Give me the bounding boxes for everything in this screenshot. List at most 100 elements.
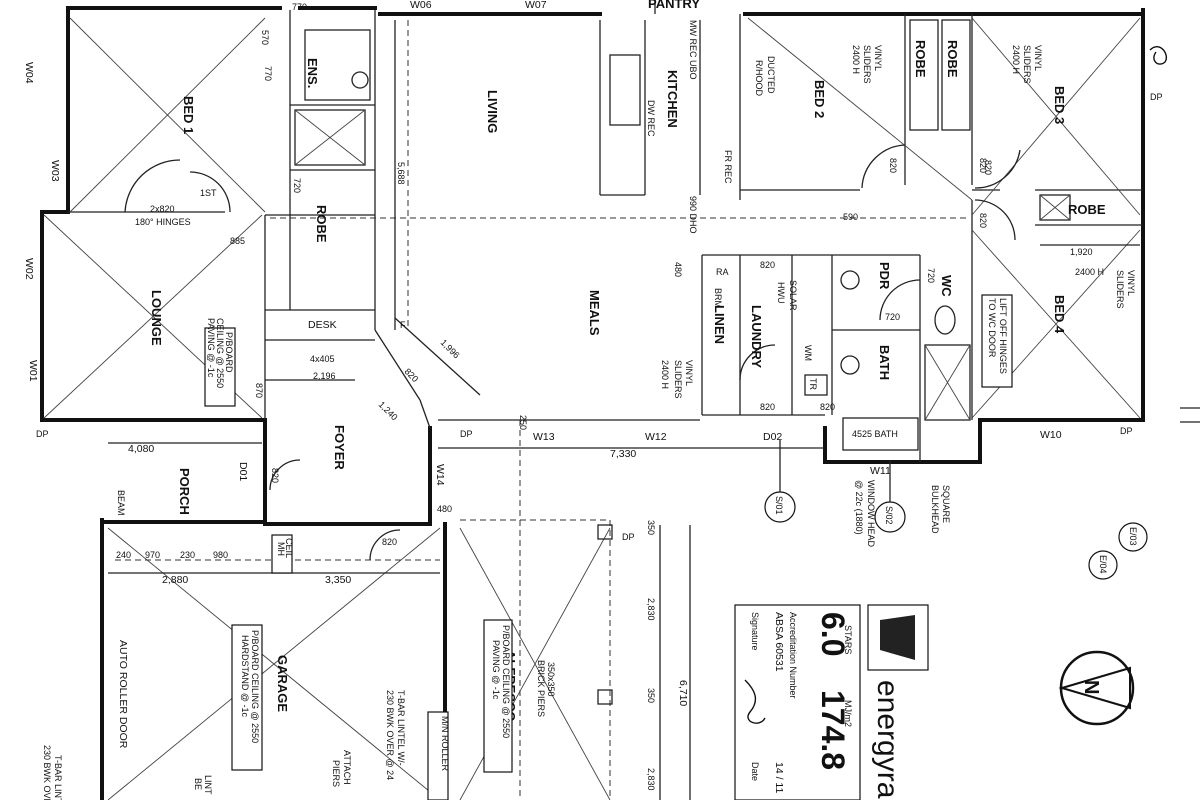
note-first: 1ST: [200, 188, 217, 198]
note-mh: MH: [276, 542, 286, 556]
note-fr-rec: FR REC: [723, 150, 733, 184]
note-dp5: DP: [1150, 92, 1163, 102]
robe-bed2: [909, 19, 939, 131]
note-dp1: DP: [36, 429, 49, 439]
room-kitchen: KITCHEN: [665, 70, 680, 128]
dim-6710: 6,710: [677, 680, 689, 706]
energy-rating-stamp: STARS 6.0 MJ/m2 174.8 Accreditation Numb…: [734, 604, 929, 800]
ensuite-vanity: [304, 29, 371, 101]
dim-2196: 2,196: [313, 371, 336, 381]
note-beam: BEAM: [116, 490, 126, 516]
north-arrow: N: [1058, 650, 1135, 726]
note-square: SQUARE: [941, 485, 951, 523]
dim-720b: 720: [885, 312, 900, 322]
note-ra: RA: [716, 267, 729, 277]
note-lift-a: LIFT OFF HINGES: [998, 298, 1008, 374]
window-codes: W04 W03 W02 W01 W06 W07 W13 W12 W10 W11 …: [23, 0, 1062, 486]
room-linen: LINEN: [712, 305, 727, 344]
section-e03-marker: [1118, 522, 1148, 552]
window-w14: W14: [434, 464, 446, 486]
note-hard-garage: HARDSTAND @ -1c: [240, 635, 250, 717]
note-2400h-d: 2400 H: [660, 360, 670, 389]
dim-820c: 820: [978, 213, 988, 228]
dim-480a: 480: [673, 262, 683, 277]
room-bed4: BED 4: [1052, 295, 1067, 334]
dim-970: 970: [145, 550, 160, 560]
note-brick-piers: BRICK PIERS: [536, 660, 546, 717]
window-w07: W07: [525, 0, 547, 11]
note-lintel: LINT: [203, 775, 213, 795]
note-auto-roller-door: AUTO ROLLER DOOR: [117, 640, 129, 749]
dim-820b: 820: [978, 158, 988, 173]
bath-tub: [842, 417, 919, 451]
note-pboard: P/BOARD: [224, 332, 234, 373]
note-bulkhead: BULKHEAD: [930, 485, 940, 534]
room-wc: WC: [939, 275, 954, 297]
note-mw-rec: MW REC UBO: [688, 20, 698, 80]
dim-350b: 350: [646, 688, 656, 703]
notes: 2x820 180° HINGES 1ST DW REC MW REC UBO …: [36, 20, 1163, 800]
note-solar: SOLAR: [788, 280, 798, 311]
dim-820f: 820: [403, 366, 421, 384]
room-robe-bed2: ROBE: [913, 40, 928, 78]
section-e04-marker: [1088, 550, 1118, 580]
dim-350a: 350: [646, 520, 656, 535]
note-bath-4525: 4525 BATH: [852, 429, 898, 439]
note-tbar-c: T-BAR LINTEL W/-: [396, 690, 406, 766]
door-swings: [124, 144, 1021, 561]
alfresco-ceiling-note: [483, 619, 513, 773]
energy-date-value: 14 / 11: [773, 762, 785, 793]
dim-250: 250: [518, 415, 528, 430]
window-w12: W12: [645, 431, 667, 443]
note-hinges: 2x820: [150, 204, 175, 214]
dim-720a: 720: [292, 178, 302, 193]
dim-770a: 770: [263, 66, 273, 81]
dim-590: 590: [843, 212, 858, 222]
energy-stars-label: STARS: [843, 625, 853, 654]
dim-720c: 720: [926, 268, 936, 283]
fixtures: [294, 19, 1071, 705]
note-f: F: [400, 320, 406, 330]
room-garage: GARAGE: [275, 655, 290, 712]
dim-2830a: 2,830: [646, 598, 656, 621]
dim-870: 870: [254, 383, 264, 398]
kitchen-sink: [609, 54, 641, 126]
brick-pier: [597, 524, 613, 540]
ensuite-shower: [294, 109, 366, 166]
note-vinyl-d: VINYL: [684, 360, 694, 386]
note-tbar-d: 230 BWK OVER @ 24: [385, 690, 395, 780]
room-meals: MEALS: [587, 290, 602, 336]
note-ceiling: CEILING @ 2550: [215, 318, 225, 388]
interior-walls: [68, 0, 1143, 462]
note-sliders-b: SLIDERS: [1022, 45, 1032, 84]
section-e04: E/04: [1098, 555, 1108, 574]
dashed-lines: [115, 20, 970, 800]
bath-basin-icon: [840, 355, 860, 375]
room-bed3: BED 3: [1052, 86, 1067, 124]
dim-3350: 3,350: [325, 574, 351, 586]
note-be: BE: [193, 778, 203, 790]
note-tbar-b: 230 BWK OVER: [42, 745, 52, 800]
note-mn-roller: M/N ROLLER: [440, 716, 450, 772]
energy-brand: energyra: [871, 680, 904, 799]
room-ens: ENS.: [305, 58, 320, 88]
note-window-head-b: @ 22c (1880): [854, 480, 864, 535]
window-w04: W04: [23, 62, 35, 84]
section-s01: S/01: [774, 496, 784, 515]
robe-bed3: [941, 19, 971, 131]
note-sliders-c: SLIDERS: [1115, 270, 1125, 309]
room-pdr: PDR: [877, 262, 892, 290]
dim-5688: 5,688: [396, 162, 406, 185]
dim-230: 230: [180, 550, 195, 560]
room-pantry: PANTRY: [648, 0, 700, 11]
room-bed2: BED 2: [812, 80, 827, 118]
garage-ceiling-note: [231, 624, 263, 771]
energy-signature-label: Signature: [750, 612, 760, 651]
energy-accr-value: ABSA 60531: [773, 612, 785, 672]
lounge-ceiling-note: [204, 327, 236, 407]
note-shelf: 4x405: [310, 354, 335, 364]
note-dp2: DP: [460, 429, 473, 439]
room-porch: PORCH: [177, 468, 192, 515]
signature-mark: [744, 679, 766, 724]
